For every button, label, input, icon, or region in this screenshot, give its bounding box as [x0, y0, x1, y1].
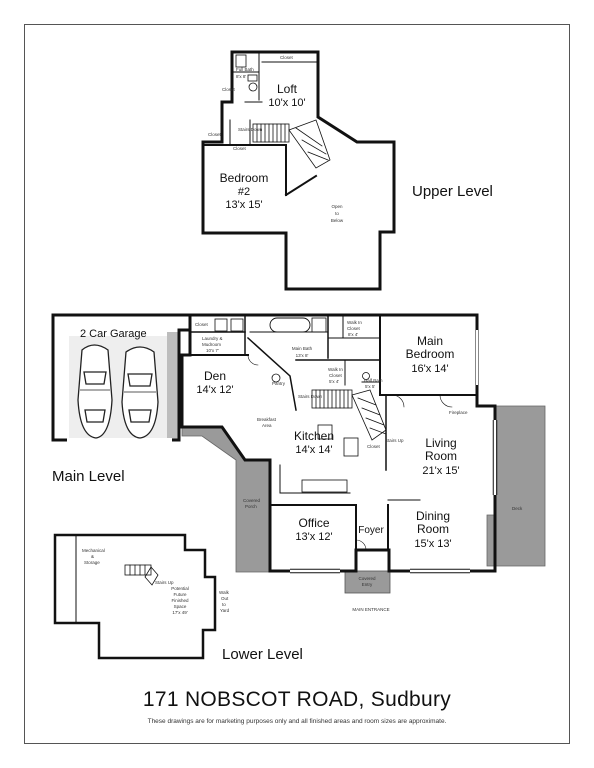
full-bath-label: Full Bath [236, 67, 254, 72]
lower-level-plan [53, 533, 217, 660]
closet-label: Closet [233, 146, 247, 151]
covered-entry-label: Entry [362, 582, 373, 587]
full-bath-size: 8'x 8' [236, 74, 246, 79]
main-bath-size: 13'x 8' [296, 353, 309, 358]
main-level-plan [51, 313, 546, 594]
stairs-down-label: Stairs Down [238, 127, 263, 132]
main-level-title: Main Level [52, 468, 125, 485]
mechanical-label: Storage [84, 560, 100, 565]
dining-room-size: 15'x 13' [414, 538, 451, 550]
mechanical-label: & [91, 554, 94, 559]
bedroom-2-label: Bedroom [220, 171, 269, 185]
main-bath-label: Main Bath [292, 346, 313, 351]
range-icon [301, 479, 348, 493]
disclaimer-note: These drawings are for marketing purpose… [147, 718, 447, 725]
den-size: 14'x 12' [196, 384, 233, 396]
washer-icon [214, 318, 228, 332]
stairs-up-label: Stairs Up [385, 438, 404, 443]
kitchen-label: Kitchen [294, 429, 334, 443]
closet-label: Closet [195, 322, 209, 327]
future-space-size: 17'x 49' [172, 610, 187, 615]
future-space-label: Potential [171, 586, 189, 591]
loft-size: 10'x 10' [268, 97, 305, 109]
toilet-icon [248, 82, 258, 92]
pantry-label: Pantry [272, 381, 286, 386]
closet-label: Closet [208, 132, 222, 137]
upper-level-title: Upper Level [412, 183, 493, 200]
wic-label: Closet [347, 326, 361, 331]
open-below-label: to [335, 211, 339, 216]
living-room-label: Room [425, 449, 457, 463]
wic-size: 8'x 4' [348, 332, 358, 337]
den-label: Den [204, 369, 226, 383]
sink-icon [271, 373, 281, 383]
breakfast-label: Area [262, 423, 272, 428]
page-frame [24, 24, 570, 744]
office-size: 13'x 12' [295, 531, 332, 543]
property-address-title: 171 NOBSCOT ROAD, Sudbury [142, 688, 452, 711]
bathtub-icon [269, 317, 311, 333]
closet-label: Closet [280, 55, 294, 60]
future-space-label: Finished [171, 598, 189, 603]
dining-room-label: Room [417, 522, 449, 536]
sink-icon [247, 74, 258, 82]
covered-porch-label: Porch [245, 504, 257, 509]
walkout-label: Yard [220, 608, 230, 613]
fireplace-label: Fireplace [449, 410, 468, 415]
wic-2-size: 5'x 4' [329, 379, 339, 384]
stairs-down-label: Stairs Down [298, 394, 323, 399]
closet-label: Closet [367, 444, 381, 449]
office-label: Office [298, 516, 329, 530]
open-below-label: Below [331, 218, 344, 223]
bedroom-2-size: 13'x 15' [225, 199, 262, 211]
kitchen-size: 14'x 14' [295, 444, 332, 456]
garage-label: 2 Car Garage [80, 328, 147, 340]
main-entrance-label: MAIN ENTRANCE [352, 607, 389, 612]
upper-level-plan [201, 50, 396, 291]
wic-label: Walk In [347, 320, 362, 325]
walkout-label: to [222, 602, 226, 607]
car-icon [77, 344, 113, 439]
mechanical-label: Mechanical [82, 548, 105, 553]
walkout-label: Walk [219, 590, 230, 595]
laundry-size: 10'x 7' [206, 348, 219, 353]
future-space-label: Future [173, 592, 187, 597]
living-room-label: Living [425, 436, 456, 450]
main-bedroom-size: 16'x 14' [411, 363, 448, 375]
toilet-icon [362, 372, 370, 380]
half-bath-size: 5'x 5' [365, 384, 375, 389]
garage-step [167, 332, 179, 440]
laundry-label: Laundry & [202, 336, 223, 341]
dryer-icon [230, 318, 244, 332]
covered-porch-label: Covered [243, 498, 261, 503]
living-room-size: 21'x 15' [422, 465, 459, 477]
covered-entry-area [344, 570, 391, 594]
open-below-label: Open [331, 204, 343, 209]
laundry-label: Mudroom [202, 342, 221, 347]
walkout-label: Out [221, 596, 229, 601]
future-space-label: Space [174, 604, 187, 609]
upper-stairs [252, 119, 331, 169]
stairs-up-label: Stairs Up [155, 580, 174, 585]
wic-2-label: Walk In [328, 367, 343, 372]
wic-2-label: Closet [329, 373, 343, 378]
foyer-label: Foyer [358, 525, 384, 536]
covered-entry-label: Covered [358, 576, 376, 581]
closet-label: Closet [222, 87, 236, 92]
main-bedroom-label: Bedroom [406, 347, 455, 361]
deck-label: Deck [512, 506, 523, 511]
breakfast-label: Breakfast [257, 417, 277, 422]
main-stairs [311, 389, 387, 441]
bedroom-2-number: #2 [238, 186, 250, 198]
main-bedroom-label: Main [417, 334, 443, 348]
half-bath-label: Half Bath [364, 378, 383, 383]
car-icon [121, 346, 159, 439]
lower-level-title: Lower Level [222, 646, 303, 663]
loft-label: Loft [277, 82, 298, 96]
lower-stairs [124, 564, 159, 586]
shower-icon [235, 54, 247, 68]
dining-room-label: Dining [416, 509, 450, 523]
